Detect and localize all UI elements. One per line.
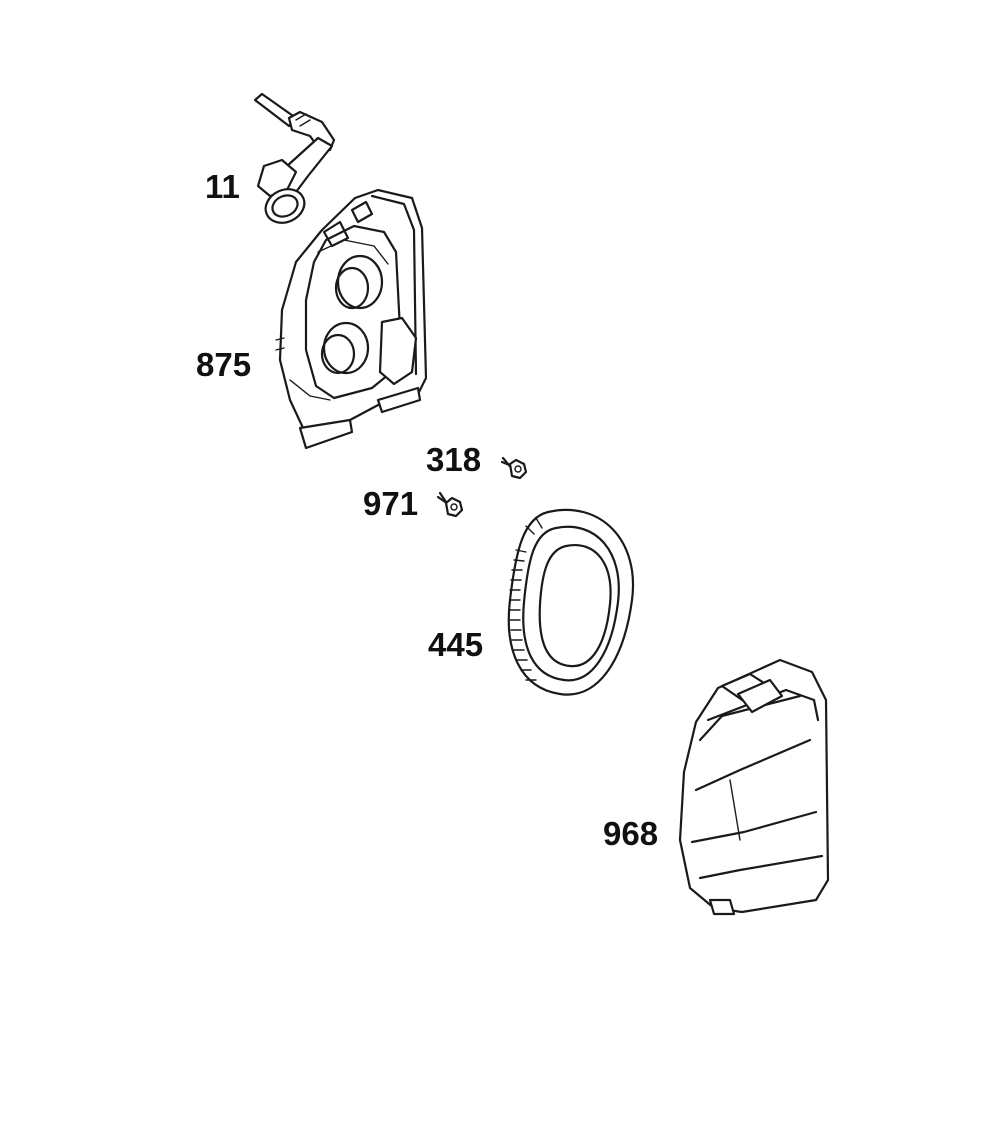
part-label-screw-a: 318 <box>426 441 482 478</box>
screw-a-drawing <box>500 456 528 480</box>
part-label-air-cleaner-base: 875 <box>196 346 252 383</box>
screw-b-drawing <box>436 491 464 518</box>
part-label-breather-tube: 11 <box>205 168 240 205</box>
breather-tube-drawing <box>253 92 336 224</box>
part-label-air-filter: 445 <box>428 626 484 663</box>
part-label-screw-b: 971 <box>363 485 419 522</box>
part-label-air-cleaner-cover: 968 <box>603 815 659 852</box>
air-cleaner-cover-drawing <box>678 658 830 916</box>
air-cleaner-base-drawing <box>275 188 428 450</box>
air-filter-drawing <box>507 508 635 696</box>
